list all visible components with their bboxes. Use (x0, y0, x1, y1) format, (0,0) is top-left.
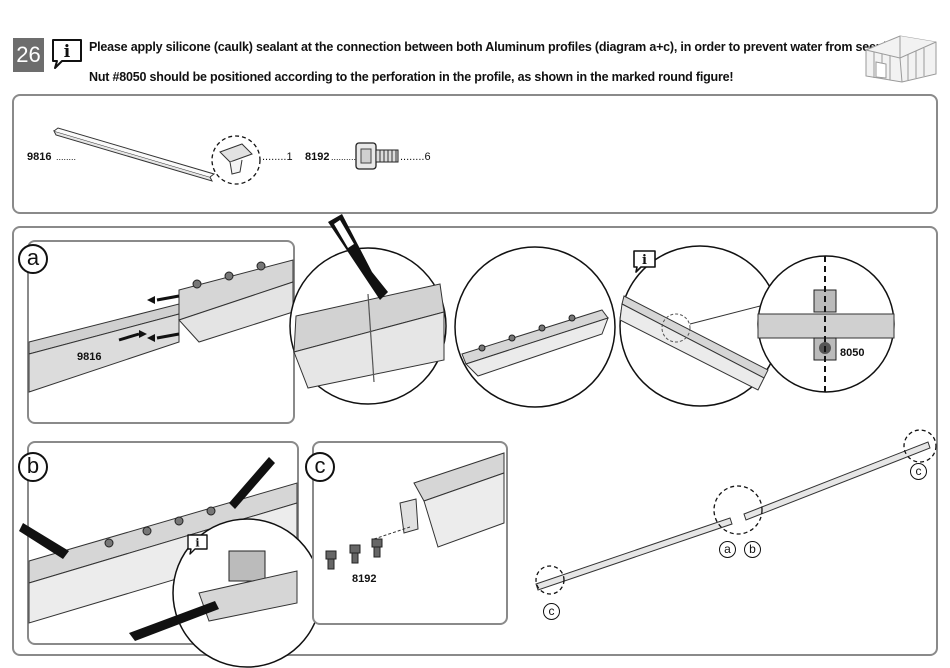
part-dots: ........... (331, 152, 359, 162)
bolt-8192-image (355, 142, 399, 170)
zoom-caulk-detail (289, 214, 447, 405)
svg-text:i: i (195, 537, 199, 550)
panel-c-part-code: 8192 (352, 573, 377, 585)
info-icon: i (631, 248, 659, 276)
panel-c-drawing (325, 452, 505, 570)
part-code-8192: 8192 (305, 151, 330, 163)
overview-label-c-left: c (543, 603, 560, 620)
panel-c-label: c (305, 452, 335, 482)
nut-code-label: 8050 (840, 347, 865, 359)
panel-a-label: a (18, 244, 48, 274)
nut-part-number: Nut #8050 (89, 70, 147, 84)
greenhouse-icon (865, 35, 937, 83)
parts-box (12, 94, 938, 214)
overview-label-b: b (744, 541, 761, 558)
instruction-line-2-text: should be positioned according to the pe… (146, 70, 734, 84)
panel-a-part-code: 9816 (77, 351, 102, 363)
instruction-line-2: Nut #8050 should be positioned according… (89, 70, 734, 84)
panel-b-label: b (18, 452, 48, 482)
part-dots: ........ (56, 152, 77, 162)
info-icon: i (50, 37, 84, 69)
overview-assembly (535, 429, 937, 595)
svg-text:i: i (64, 42, 71, 62)
step-number: 26 (13, 38, 44, 72)
part-qty-9816: ........1 (262, 151, 293, 163)
instruction-line-1: Please apply silicone (caulk) sealant at… (89, 40, 919, 54)
overview-label-c-right: c (910, 463, 927, 480)
part-code-9816: 9816 (27, 151, 52, 163)
part-qty-8192: ........6 (400, 151, 431, 163)
profile-end-detail (211, 135, 261, 185)
overview-label-a: a (719, 541, 736, 558)
panel-b-drawing (19, 457, 322, 668)
info-icon: i (186, 533, 210, 557)
zoom-profile-detail (454, 246, 616, 408)
svg-text:i: i (642, 253, 647, 268)
profile-part-image (53, 127, 216, 182)
zoom-nut-position (619, 245, 895, 407)
panel-a-drawing (28, 259, 294, 393)
